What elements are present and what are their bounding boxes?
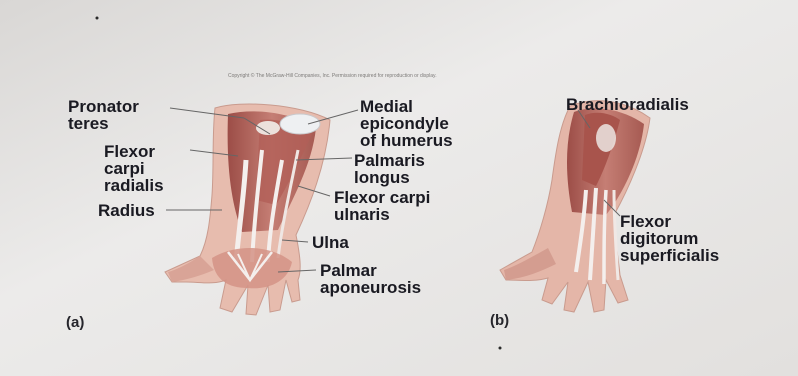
label-pronator-teres: Pronator teres [68, 98, 139, 132]
label-brachioradialis: Brachioradialis [566, 96, 689, 113]
label-flexor-carpi-ulnaris: Flexor carpi ulnaris [334, 189, 430, 223]
label-flexor-digitorum-superficialis: Flexor digitorum superficialis [620, 213, 719, 264]
label-radius: Radius [98, 202, 155, 219]
label-flexor-carpi-radialis: Flexor carpi radialis [104, 143, 164, 194]
label-medial-epicondyle: Medial epicondyle of humerus [360, 98, 453, 149]
label-palmar-aponeurosis: Palmar aponeurosis [320, 262, 421, 296]
copyright-notice: Copyright © The McGraw-Hill Companies, I… [228, 73, 437, 79]
label-palmaris-longus: Palmaris longus [354, 152, 425, 186]
label-ulna: Ulna [312, 234, 349, 251]
panel-letter-b: (b) [490, 312, 509, 329]
panel-letter-a: (a) [66, 314, 84, 331]
